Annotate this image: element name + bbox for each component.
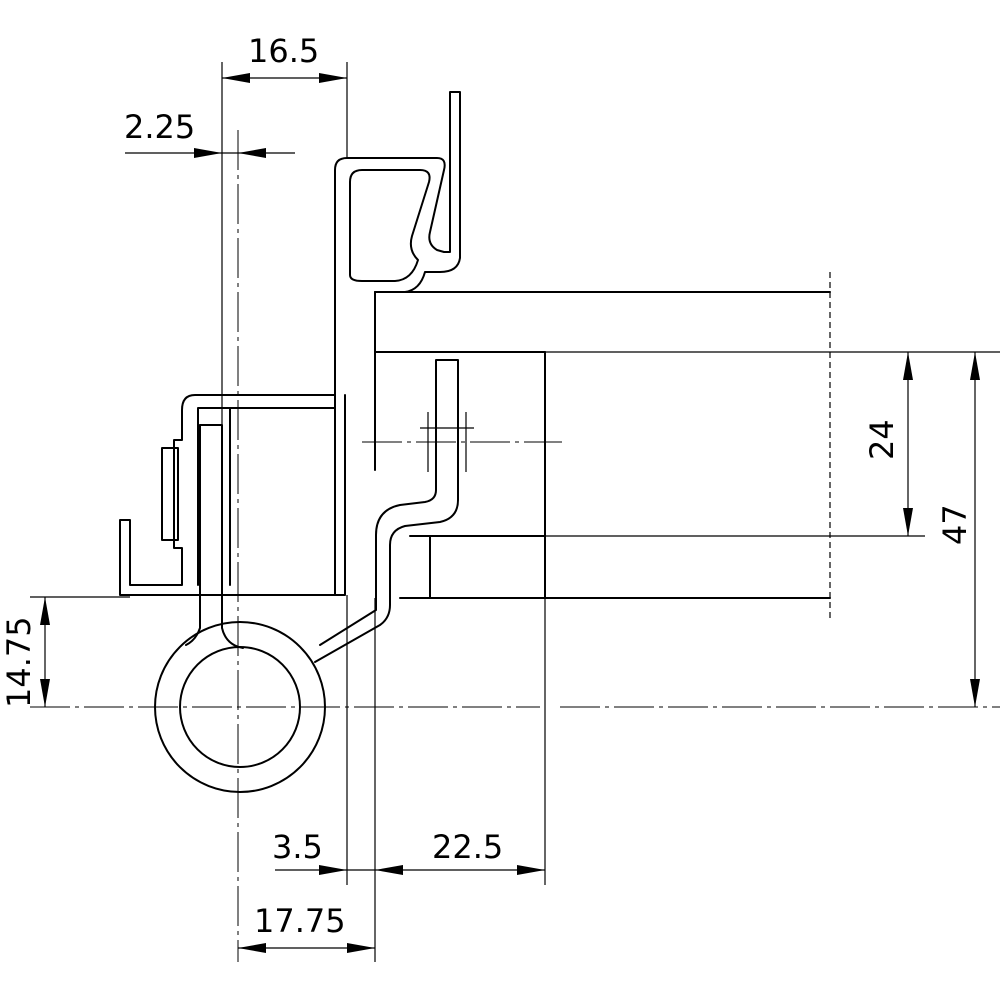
dimension-label-47: 47 [936,504,974,545]
hinge-arm [154,359,459,793]
upper-clip [334,91,461,596]
dimension-47: 47 [936,352,980,707]
dimension-label-14-75: 14.75 [0,616,38,708]
dimension-2-25: 2.25 [124,108,295,158]
dimension-16-5: 16.5 [221,32,348,425]
lower-bracket [119,394,346,596]
dimension-label-24: 24 [863,419,901,460]
dimension-24: 24 [545,351,1000,537]
dimension-label-2-25: 2.25 [124,108,195,146]
dimension-label-17-75: 17.75 [254,902,346,940]
dimension-17-75: 17.75 [238,902,375,953]
dimension-3-5-and-22-5: 3.5 22.5 [272,595,546,962]
frame-profile [374,272,831,618]
dimension-label-22-5: 22.5 [432,828,503,866]
dimension-label-16-5: 16.5 [248,32,319,70]
center-lines [30,130,1000,962]
dimension-label-3-5: 3.5 [272,828,323,866]
dimension-14-75: 14.75 [0,596,130,708]
